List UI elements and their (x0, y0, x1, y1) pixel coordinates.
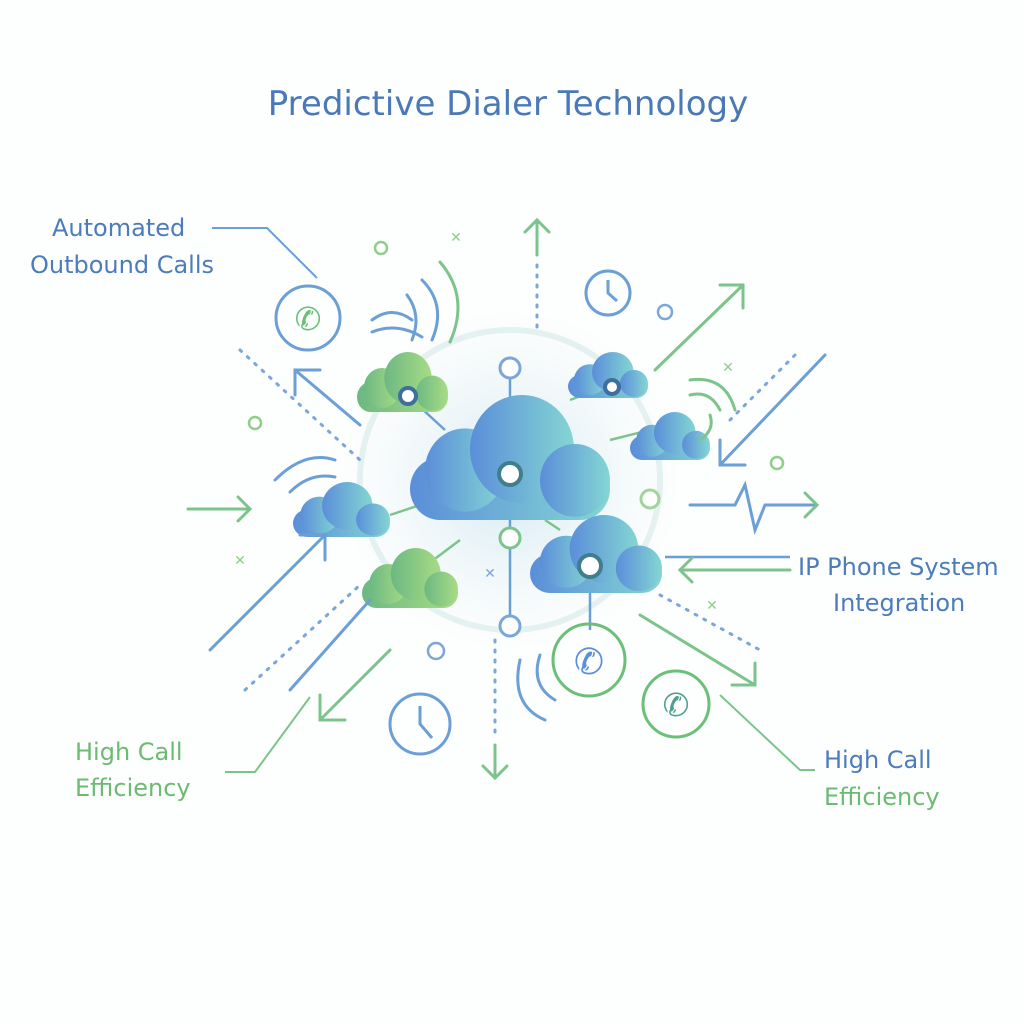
svg-text:✕: ✕ (450, 230, 462, 246)
nodes (247, 240, 785, 661)
pulse-icon (688, 480, 820, 536)
svg-text:✕: ✕ (722, 360, 734, 376)
label-efficiency-left-line1: High Call (75, 738, 183, 766)
phone-icon: ✆ (274, 284, 342, 352)
arrows (186, 217, 827, 781)
signal-waves-icon (516, 653, 557, 722)
label-automated-line1: Automated (52, 214, 186, 242)
arrow-icon (318, 648, 392, 722)
signal-waves-icon (688, 377, 737, 442)
svg-text:✕: ✕ (706, 598, 718, 614)
signal-waves-icon (370, 260, 460, 344)
svg-text:✕: ✕ (234, 553, 246, 569)
arrow-icon (208, 533, 327, 652)
svg-text:✆: ✆ (295, 300, 322, 338)
svg-text:✆: ✆ (574, 642, 604, 683)
label-ip-phone-line1: IP Phone System (798, 553, 999, 581)
arrow-icon (293, 368, 362, 427)
svg-text:✆: ✆ (663, 686, 690, 724)
label-efficiency-right-line1: High Call (824, 746, 932, 774)
label-efficiency-left-line2: Efficiency (75, 774, 191, 802)
label-efficiency-right-line2: Efficiency (824, 783, 940, 811)
arrow-icon (186, 495, 253, 523)
clock-icon (584, 269, 632, 317)
label-automated-line2: Outbound Calls (30, 251, 215, 279)
phone-icon: ✆ (641, 669, 711, 739)
phone-icon: ✆ (551, 622, 627, 698)
arrow-icon (638, 613, 757, 687)
sparkles: ✕ ✕ ✕ ✕ ✕ (234, 230, 734, 614)
arrow-icon (718, 353, 827, 467)
label-ip-phone-line2: Integration (833, 589, 966, 617)
signal-waves-icon (273, 456, 337, 494)
svg-text:✕: ✕ (484, 566, 496, 582)
leader-lines (212, 227, 815, 773)
arrow-icon (288, 598, 372, 692)
arrow-icon (677, 556, 792, 584)
clock-icon (388, 692, 452, 756)
arrow-icon (481, 743, 509, 781)
arrow-icon (653, 283, 745, 372)
arrow-icon (523, 217, 551, 257)
page-title: Predictive Dialer Technology (267, 84, 749, 124)
